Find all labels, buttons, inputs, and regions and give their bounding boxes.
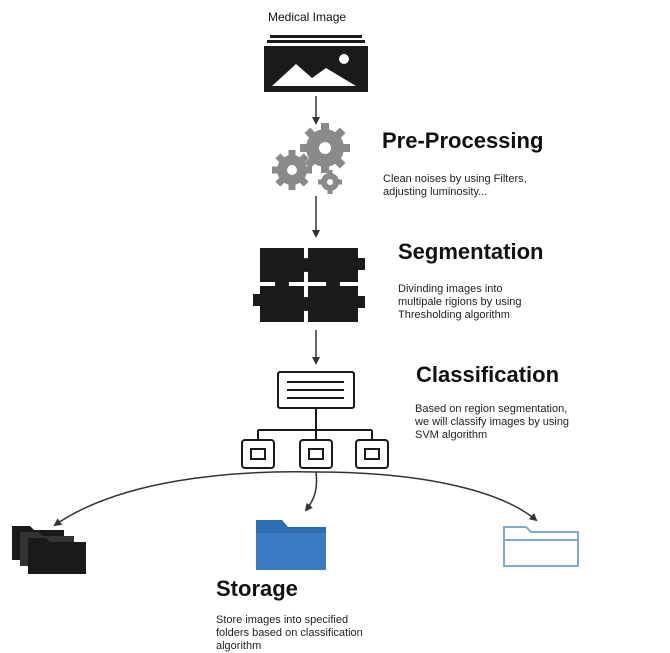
gears-icon — [272, 123, 350, 194]
storage-description: Store images into specified folders base… — [216, 614, 363, 653]
preprocessing-description: Clean noises by using Filters, adjusting… — [383, 173, 527, 199]
storage-title: Storage — [216, 576, 298, 601]
segmentation-desc-line: multipale rigions by using — [398, 296, 522, 308]
folder-light-icon — [503, 526, 579, 567]
classification-description: Based on region segmentation, we will cl… — [415, 403, 569, 442]
segmentation-desc-line: Thresholding algorithm — [398, 309, 510, 321]
preprocessing-title: Pre-Processing — [382, 128, 544, 153]
preprocessing-desc-line: Clean noises by using Filters, — [383, 173, 527, 185]
segmentation-description: Divinding images into multipale rigions … — [398, 283, 522, 322]
storage-desc-line: Store images into specified — [216, 614, 349, 626]
storage-arrows — [53, 471, 538, 527]
segmentation-desc-line: Divinding images into — [398, 283, 503, 295]
puzzle-icon — [253, 248, 365, 322]
classification-desc-line: SVM algorithm — [415, 429, 488, 441]
storage-desc-line: algorithm — [216, 640, 262, 652]
image-icon — [264, 35, 368, 92]
segmentation-title: Segmentation — [398, 239, 544, 264]
folder-icon — [256, 520, 326, 570]
hierarchy-icon — [241, 371, 389, 469]
preprocessing-desc-line: adjusting luminosity... — [383, 186, 488, 198]
folder-stack-icon — [12, 526, 86, 574]
classification-desc-line: we will classify images by using — [415, 416, 570, 428]
storage-desc-line: folders based on classification — [216, 627, 363, 639]
classification-title: Classification — [416, 362, 560, 387]
classification-desc-line: Based on region segmentation, — [415, 403, 568, 415]
input-label: Medical Image — [268, 10, 347, 24]
